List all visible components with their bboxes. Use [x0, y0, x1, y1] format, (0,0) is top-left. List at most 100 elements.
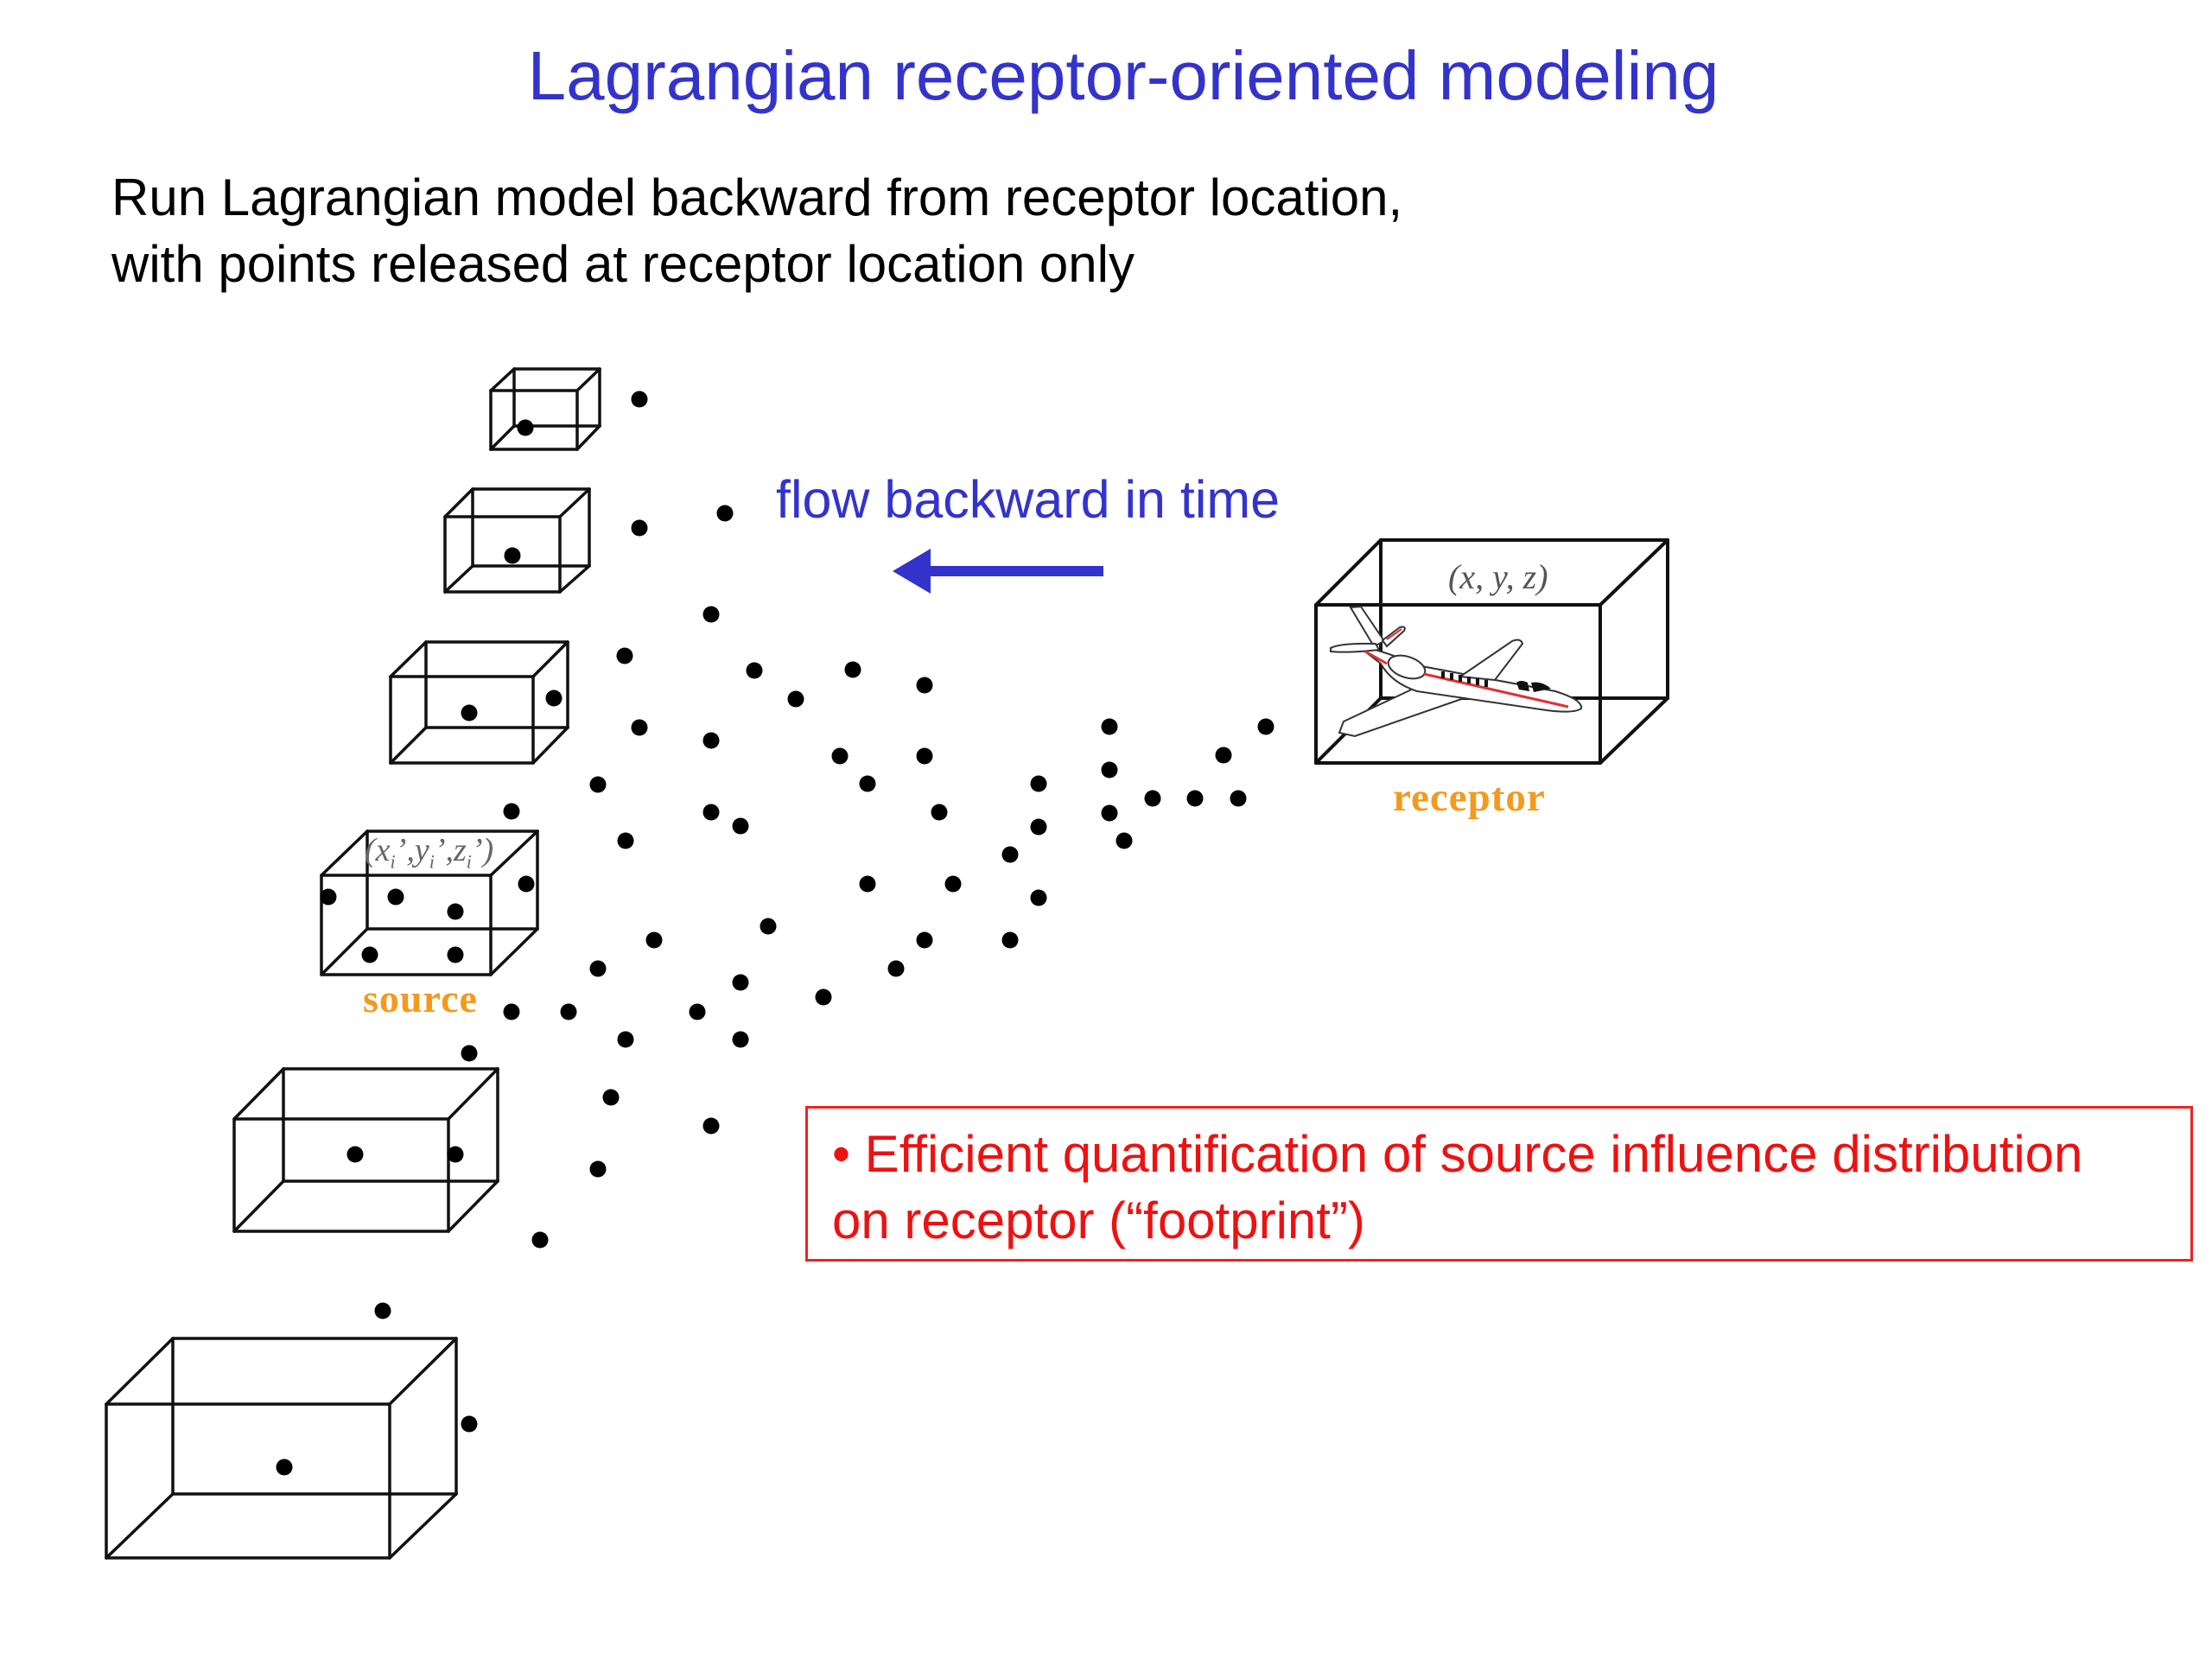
particle-dot [374, 1302, 391, 1319]
particle-dot [631, 391, 648, 408]
particle-dot [887, 960, 905, 977]
box-edge [489, 927, 539, 976]
box-edge [489, 367, 516, 392]
slide-subtitle: Run Lagrangian model backward from recep… [111, 164, 1402, 297]
flow-arrow-icon [893, 549, 1103, 594]
particle-dot [616, 647, 633, 664]
particle-dot [631, 519, 648, 537]
box-edge [320, 927, 369, 976]
coord-x-prime: ’ [395, 832, 407, 868]
box-edge [575, 367, 601, 392]
particle-dot [1101, 804, 1118, 822]
grid-box [489, 367, 601, 451]
coord-z: z [453, 832, 467, 868]
callout-line: on receptor (“footprint”) [832, 1192, 1365, 1249]
grid-box [105, 1337, 458, 1560]
box-edge [389, 640, 428, 678]
particle-dot [931, 804, 948, 821]
particle-dot [1101, 761, 1118, 779]
subtitle-line: with points released at receptor locatio… [111, 235, 1135, 293]
coord-x: x [375, 832, 391, 868]
particle-dot [617, 1031, 634, 1048]
particle-dot [589, 776, 607, 793]
box-edge [531, 640, 569, 678]
particle-dot [517, 419, 534, 436]
particle-dot [1001, 846, 1019, 863]
particle-dot [1144, 790, 1161, 807]
particle-dot [916, 931, 933, 949]
coord-open: ( [365, 832, 376, 868]
particle-dot [320, 888, 337, 906]
particle-dot [589, 1160, 607, 1178]
particle-dot [732, 817, 749, 835]
particle-dot [589, 960, 607, 977]
slide-title: Lagrangian receptor-oriented modeling [527, 37, 1719, 114]
particle-dot [787, 690, 804, 708]
particle-dot [944, 875, 962, 893]
box-edge [1314, 538, 1382, 607]
box-edge [1599, 538, 1669, 607]
grid-box [443, 487, 591, 594]
box-edge [489, 830, 539, 877]
source-coordinates: (xi’,yi’,zi’) [365, 832, 494, 873]
particle-dot [447, 946, 464, 963]
box-edge [531, 726, 569, 765]
particle-dots [276, 391, 1274, 1476]
particle-dot [716, 505, 734, 522]
particle-dot [518, 875, 535, 893]
particle-dot [815, 988, 832, 1006]
particle-dot [447, 1146, 464, 1163]
coord-x-sub: i [390, 850, 396, 873]
particle-dot [645, 931, 663, 949]
particle-dot [602, 1089, 620, 1106]
particle-dot [916, 747, 933, 765]
box-edge [320, 830, 369, 877]
particle-dot [702, 1117, 720, 1135]
particle-dot [387, 888, 404, 906]
particle-dot [732, 974, 749, 991]
particle-dot [702, 804, 720, 821]
particle-dot [504, 547, 521, 564]
particle-dot [1116, 832, 1133, 849]
particle-dot [831, 747, 849, 765]
particle-dot [1030, 818, 1047, 836]
particle-dot [689, 1003, 706, 1020]
box-edge [558, 564, 591, 594]
particle-dot [461, 1415, 478, 1433]
grid-boxes [105, 367, 1669, 1560]
particle-dot [1215, 747, 1232, 764]
callout-line: • Efficient quantification of source inf… [832, 1125, 2083, 1183]
callout-box: • Efficient quantification of source inf… [805, 1106, 2193, 1262]
particle-dot [503, 803, 520, 820]
particle-dot [447, 903, 464, 920]
particle-dot [1101, 718, 1118, 735]
box-edge [447, 1067, 499, 1121]
particle-dot [1230, 790, 1247, 807]
coord-close: ) [482, 832, 494, 868]
box-edge [1599, 696, 1669, 765]
particle-dot [859, 875, 876, 893]
box-edge [232, 1179, 285, 1233]
particle-dot [617, 832, 634, 849]
receptor-label: receptor [1393, 775, 1546, 820]
particle-dot [1030, 889, 1047, 906]
box-edge [105, 1337, 175, 1406]
coord-z-sub: i [466, 850, 472, 873]
box-edge [447, 1179, 499, 1233]
particle-dot [531, 1231, 549, 1249]
box-edge [232, 1067, 285, 1121]
particle-dot [361, 946, 378, 963]
particle-dot [461, 1045, 478, 1062]
box-edge [575, 424, 601, 451]
particle-dot [276, 1459, 293, 1476]
source-box [320, 830, 539, 976]
particle-dot [746, 662, 763, 679]
airplane-icon [1330, 605, 1583, 738]
particle-dot [631, 719, 648, 736]
grid-box [389, 640, 569, 765]
particle-dot [1001, 931, 1019, 949]
box-edge [558, 487, 591, 518]
box-edge [489, 424, 516, 451]
coord-y-sub: i [429, 850, 435, 873]
particle-dot [702, 732, 720, 749]
